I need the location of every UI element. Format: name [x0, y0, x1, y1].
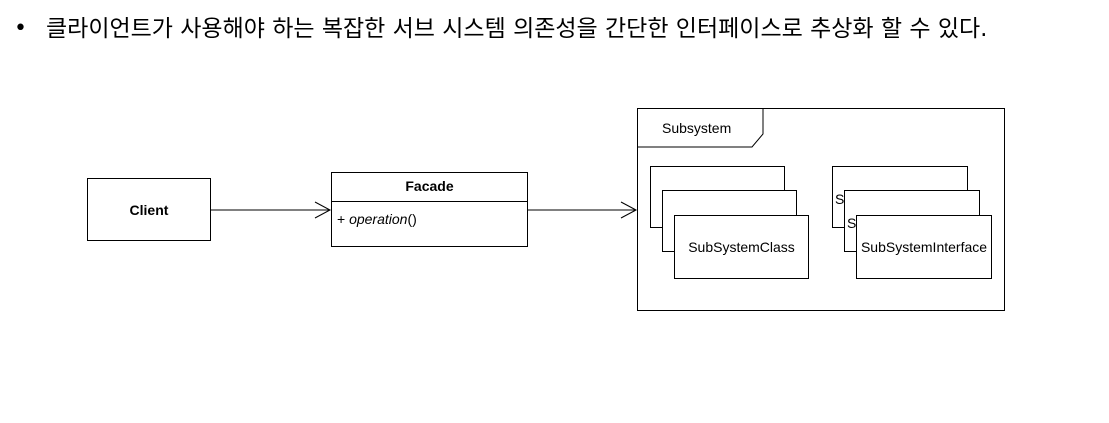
interface-stub-label-2: S	[847, 215, 857, 231]
operation-prefix: +	[337, 211, 350, 227]
client-label: Client	[129, 201, 169, 218]
interface-stub-label-1: S	[835, 191, 845, 207]
client-facade-arrowhead	[314, 201, 332, 219]
package-tab	[638, 109, 764, 148]
subsystem-label: Subsystem	[662, 120, 732, 136]
subsystem-interface-label: SubSystemInterface	[860, 239, 988, 255]
subsystem-interface-box: SubSystemInterface	[856, 215, 992, 279]
bullet-text: 클라이언트가 사용해야 하는 복잡한 서브 시스템 의존성을 간단한 인터페이스…	[46, 16, 988, 42]
subsystem-package: Subsystem SubSystemClass S S SubSystemIn…	[637, 108, 1005, 311]
operation-name: operation	[349, 211, 408, 227]
operation-suffix: ()	[407, 211, 417, 227]
facade-divider	[332, 201, 527, 202]
facade-name: Facade	[405, 178, 454, 194]
facade-class-box: Facade + operation()	[331, 172, 528, 247]
facade-subsystem-arrowhead	[620, 201, 638, 219]
client-class-box: Client	[87, 178, 211, 241]
subsystem-class-label: SubSystemClass	[688, 239, 795, 255]
bullet-dot: •	[14, 16, 27, 41]
subsystem-class-box: SubSystemClass	[674, 215, 809, 279]
facade-operation: + operation()	[337, 211, 417, 227]
